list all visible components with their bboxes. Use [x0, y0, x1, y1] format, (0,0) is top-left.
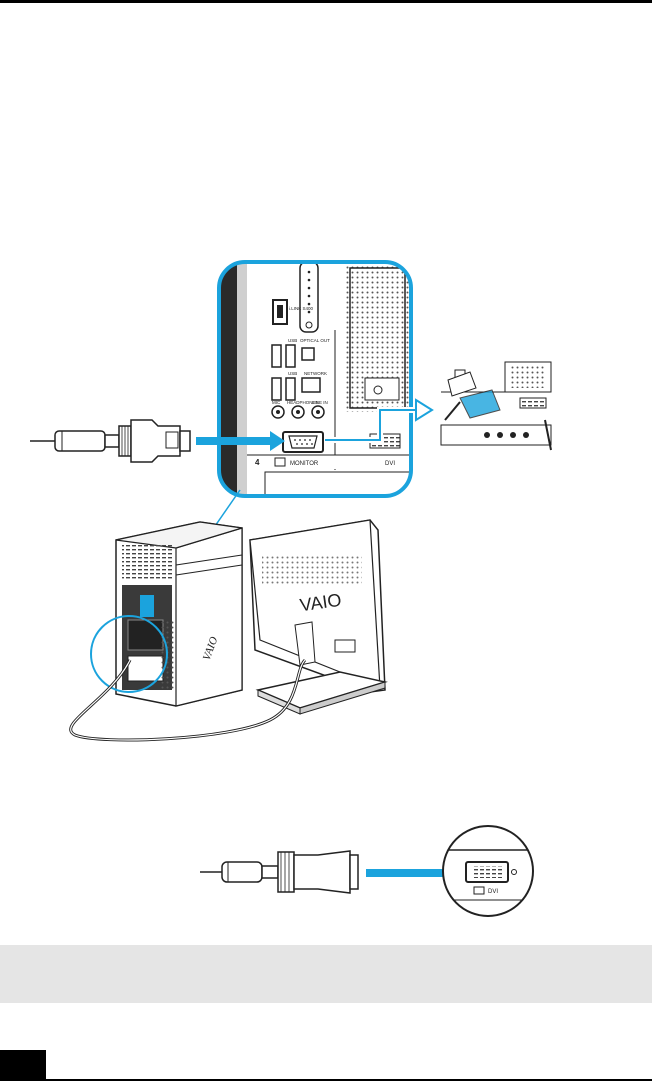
mic-label: MIC: [272, 400, 281, 405]
back-panel-zoom: 4 MONITOR DVI i.LINK S400 USB OPTICAL OU…: [219, 262, 411, 496]
badge-number: 4: [255, 458, 260, 467]
pc-tower: VAIO: [116, 522, 242, 706]
page-number-tab: [0, 1050, 46, 1081]
dvi-port-callout: DVI: [443, 826, 533, 916]
optical-out-label: OPTICAL OUT: [300, 338, 330, 343]
vga-cable: [30, 420, 190, 462]
network-label: NETWORK: [304, 371, 327, 376]
dvi-cable: [200, 851, 358, 893]
line-in-label: LINE IN: [312, 400, 328, 405]
monitor-port-label: MONITOR: [290, 461, 319, 467]
dvi-label: DVI: [488, 889, 498, 895]
usb-label-2: USB: [288, 371, 297, 376]
usb-label-1: USB: [288, 338, 297, 343]
monitor: VAIO: [250, 520, 385, 714]
ilink-label: i.LINK S400: [289, 306, 314, 311]
connector-detail: [441, 362, 551, 450]
note-box: [0, 945, 652, 1003]
dvi-port-label-zoom: DVI: [385, 461, 395, 467]
